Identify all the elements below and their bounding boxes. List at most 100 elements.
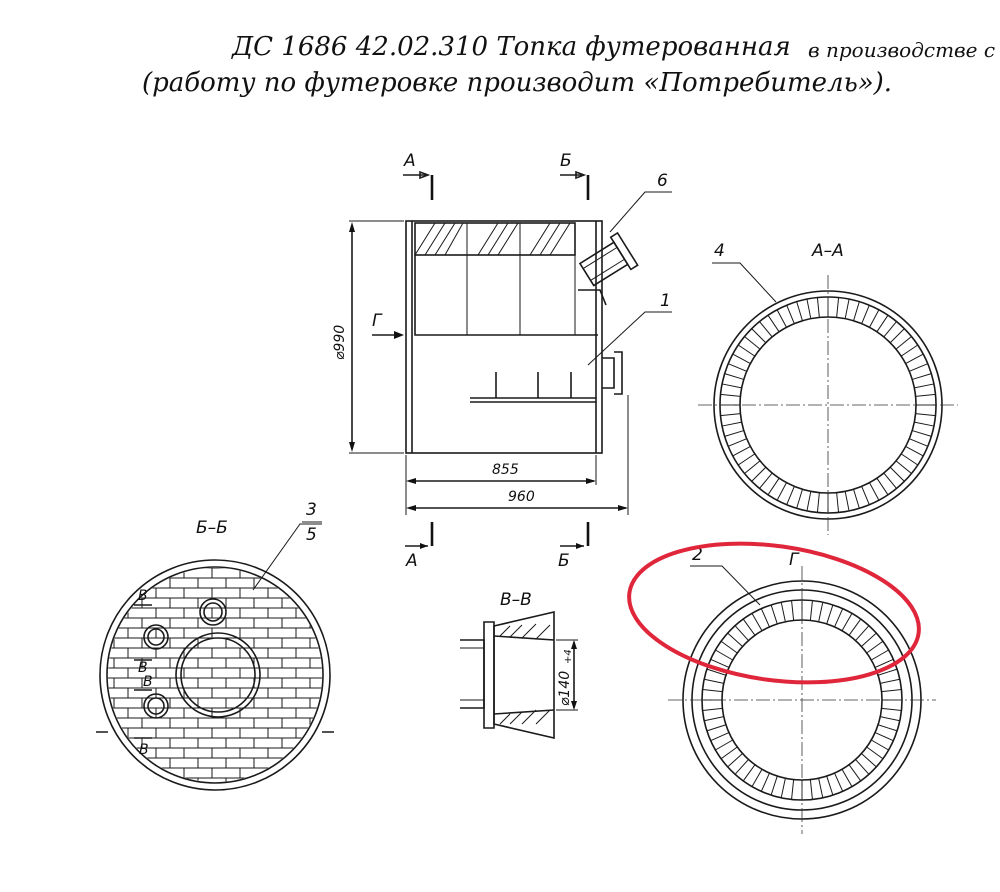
v-mark-1: В	[138, 588, 148, 604]
lining-brick-joint	[744, 460, 761, 474]
lining-brick-joint	[732, 446, 751, 457]
lining-brick-joint	[836, 297, 840, 318]
lining-brick-joint	[834, 608, 844, 628]
lining-brick-joint	[710, 658, 730, 668]
lining-brick-joint	[861, 632, 877, 647]
lining-brick-joint	[914, 383, 935, 389]
view-arrow-g: Г	[372, 311, 383, 331]
lining-brick-joint	[770, 604, 778, 625]
lining-brick-joint	[706, 724, 727, 732]
v-mark-3: В	[143, 674, 153, 690]
lining-brick-joint	[844, 298, 850, 319]
lining-brick-joint	[877, 668, 898, 676]
dim-diameter: ⌀990	[332, 325, 348, 360]
lining-brick-joint	[751, 613, 763, 631]
lining-brick-joint	[720, 413, 741, 417]
lining-brick-joint	[874, 732, 894, 742]
lining-brick-joint	[912, 430, 932, 437]
lining-brick-joint	[816, 297, 820, 318]
lining-brick-joint	[895, 336, 912, 350]
lining-brick-joint	[720, 393, 741, 397]
lining-brick-joint	[871, 649, 889, 661]
caption-title: ДС 1686 42.02.310 Топка футерованная	[232, 32, 791, 62]
lining-brick-joint	[767, 477, 780, 496]
main-side-view: А Б ⌀990	[332, 151, 672, 571]
lining-brick-joint	[732, 353, 751, 364]
lining-brick-joint	[806, 491, 812, 512]
lining-brick-joint	[834, 772, 844, 792]
lining-brick-joint	[895, 460, 912, 474]
lining-brick-joint	[877, 724, 898, 732]
lining-brick-joint	[780, 602, 786, 622]
dim-nozzle-tolerance: +4	[563, 649, 574, 664]
lining-brick-joint	[871, 739, 889, 751]
lining-brick-joint	[760, 772, 770, 792]
lining-brick-joint	[861, 305, 870, 324]
lining-brick-joint	[734, 625, 749, 641]
lining-brick-joint	[728, 438, 747, 447]
section-mark-a-bottom: А	[405, 551, 418, 571]
view-g: Г 2	[668, 545, 936, 834]
lining-brick-joint	[759, 472, 773, 489]
lining-brick-joint	[881, 707, 902, 711]
highlight-ellipse	[627, 541, 921, 685]
lining-brick-joint	[866, 746, 884, 760]
lining-brick-joint	[791, 600, 795, 621]
lining-brick-joint	[806, 298, 812, 319]
lining-brick-joint	[734, 759, 749, 775]
lining-brick-joint	[915, 413, 936, 417]
lining-brick-joint	[889, 466, 905, 482]
lining-brick-joint	[809, 779, 813, 800]
section-mark-a-top: А	[403, 151, 416, 171]
lining-brick-joint	[818, 778, 824, 798]
lining-brick-joint	[848, 764, 862, 782]
lining-brick-joint	[727, 632, 743, 647]
lining-brick-joint	[853, 489, 860, 509]
lining-brick-joint	[760, 608, 770, 628]
section-a-a-title: А–А	[811, 241, 844, 261]
callout-2: 2	[692, 545, 703, 565]
lining-brick-joint	[737, 344, 756, 357]
lining-brick-joint	[720, 640, 738, 654]
lining-brick-joint	[915, 393, 936, 397]
dim-overall-length: 960	[508, 489, 535, 505]
section-b-b-title: Б–Б	[196, 518, 228, 538]
lining-brick-joint	[704, 678, 724, 684]
lining-brick-joint	[770, 775, 778, 796]
callout-4: 4	[714, 241, 725, 261]
lining-brick-joint	[881, 689, 902, 693]
lining-brick-joint	[776, 482, 787, 501]
callout-3: 3	[306, 500, 317, 520]
lining-brick-joint	[876, 314, 889, 333]
lining-brick-joint	[720, 746, 738, 760]
lining-brick-joint	[909, 438, 928, 447]
section-v-v-title: В–В	[500, 590, 532, 610]
lining-brick-joint	[905, 353, 924, 364]
lining-brick-joint	[727, 753, 743, 768]
lining-brick-joint	[866, 640, 884, 654]
section-v-v: В–В ⌀140 +4	[460, 590, 578, 740]
lining-brick-joint	[816, 492, 820, 513]
lining-brick-joint	[742, 618, 756, 636]
lining-brick-joint	[710, 732, 730, 742]
lining-brick-joint	[704, 716, 724, 722]
lining-brick-joint	[883, 321, 897, 338]
lining-brick-joint	[796, 489, 803, 509]
lining-brick-joint	[848, 618, 862, 636]
lining-brick-joint	[715, 739, 733, 751]
lining-brick-joint	[861, 753, 877, 768]
section-mark-b-top: Б	[560, 151, 572, 171]
lining-brick-joint	[737, 453, 756, 466]
callout-6: 6	[657, 171, 668, 191]
lining-brick-joint	[880, 716, 900, 722]
lining-brick-joint	[841, 769, 853, 787]
callout-1: 1	[660, 291, 671, 311]
section-mark-b-bottom: Б	[558, 551, 570, 571]
lining-brick-joint	[853, 301, 860, 321]
lining-brick-joint	[721, 421, 742, 427]
lining-brick-joint	[796, 301, 803, 321]
lining-brick-joint	[836, 492, 840, 513]
callout-5: 5	[306, 525, 317, 545]
lining-brick-joint	[889, 328, 905, 344]
